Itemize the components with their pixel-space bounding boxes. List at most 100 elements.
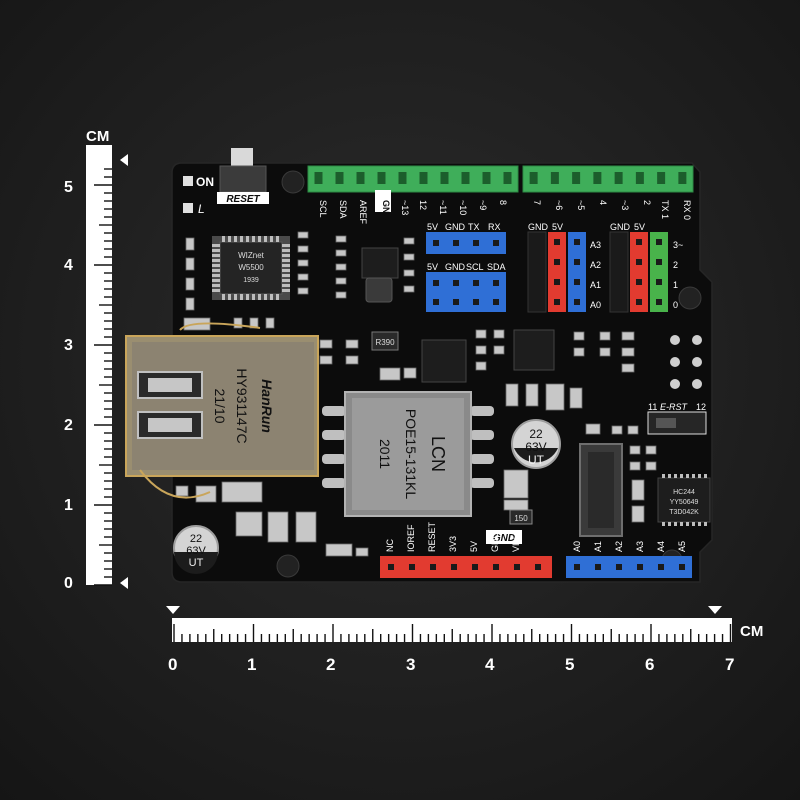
smd-part — [335, 235, 347, 243]
cap-series: UT — [528, 453, 545, 467]
smd-part — [573, 331, 585, 341]
digital-header-gnd: GND — [610, 222, 631, 232]
power-pin-label: VIN — [511, 537, 521, 552]
ic-chip — [361, 247, 399, 279]
chip-pin — [668, 474, 671, 478]
top-pin-label: 4 — [598, 200, 608, 205]
smd-part — [175, 485, 189, 497]
top-pin-label: RX 0 — [682, 200, 692, 220]
chip-pin — [276, 294, 279, 300]
horizontal-tick-label: 2 — [326, 655, 335, 674]
smd-part — [403, 285, 415, 293]
chip-pin — [270, 294, 273, 300]
chip-pin — [704, 522, 707, 526]
ruler-marker-icon — [120, 154, 128, 166]
horizontal-tick-label: 7 — [725, 655, 734, 674]
chip-pin — [264, 236, 267, 242]
power-pin-label: 5V — [469, 541, 479, 552]
cap-value: 22 — [190, 533, 202, 545]
smd-part — [629, 445, 641, 455]
top-pin-label: TX 1 — [660, 200, 670, 219]
smd-part — [569, 387, 583, 409]
chip-pin — [212, 249, 220, 252]
header-pin — [473, 240, 479, 246]
header-pin — [574, 239, 580, 245]
chip-pin — [282, 274, 290, 277]
header-pin — [535, 564, 541, 570]
digital-row-label: 3~ — [673, 240, 683, 250]
on-led — [183, 176, 193, 186]
chip-pin — [222, 294, 225, 300]
ruler-marker-icon — [708, 606, 722, 614]
smd-part — [545, 383, 565, 411]
vertical-tick-label: 5 — [64, 179, 73, 196]
chip-pin — [698, 474, 701, 478]
smd-part — [319, 355, 333, 365]
terminal-slot — [440, 172, 449, 184]
terminal-slot — [593, 172, 602, 184]
smd-part — [475, 361, 487, 371]
chip-pin — [282, 269, 290, 272]
analog-row-label: A1 — [590, 280, 601, 290]
analog-row-label: A2 — [590, 260, 601, 270]
header-pin — [554, 299, 560, 305]
chip-pin — [282, 289, 290, 292]
reset-switch — [231, 148, 253, 170]
capacitor-right: 22 63V UT — [511, 419, 561, 469]
digital-row-label: 0 — [673, 300, 678, 310]
top-terminal-left — [307, 165, 519, 193]
header-pin — [433, 280, 439, 286]
smd-part — [345, 355, 359, 365]
header-pin — [656, 299, 662, 305]
smd-part — [185, 297, 195, 311]
top-pin-label: ~5 — [576, 200, 586, 210]
led-cluster — [670, 335, 702, 389]
terminal-slot — [614, 172, 623, 184]
smd-part — [265, 317, 275, 329]
cap-value: 22 — [529, 427, 543, 441]
chip-pin — [692, 474, 695, 478]
smd-part — [403, 269, 415, 277]
header-pin — [636, 239, 642, 245]
horizontal-tick-label: 5 — [565, 655, 574, 674]
i2c-label: GND — [445, 262, 466, 272]
top-pin-label: ~11 — [438, 200, 448, 215]
smd-part — [297, 245, 309, 253]
chip-pin — [264, 294, 267, 300]
header-pin — [534, 239, 540, 245]
terminal-slot — [550, 172, 559, 184]
ruler-marker-icon — [166, 606, 180, 614]
smd-part — [621, 347, 635, 357]
i2c-label: SCL — [466, 262, 484, 272]
chip-pin — [282, 279, 290, 282]
erst-jumper: 11 E-RST 12 — [647, 402, 707, 435]
top-pin-label: GND — [381, 200, 391, 221]
wiznet-model: W5500 — [238, 263, 264, 272]
reset-label: RESET — [226, 194, 260, 205]
cap-voltage: 63V — [525, 440, 546, 454]
analog-row-label: A0 — [590, 300, 601, 310]
ic-chip — [421, 339, 467, 383]
top-pin-label: ~10 — [458, 200, 468, 215]
smd-part — [403, 237, 415, 245]
chip-pin — [258, 236, 261, 242]
top-pin-label: ~6 — [554, 200, 564, 210]
horizontal-ruler: CM 0 1 2 3 4 5 6 7 — [166, 606, 763, 674]
analog-pin-label: A3 — [635, 541, 645, 552]
smd-part — [297, 273, 309, 281]
header-pin — [574, 279, 580, 285]
poe-module: LCN POE15-131KL 2011 — [322, 391, 494, 517]
header-pin — [574, 259, 580, 265]
analog-triple-header — [527, 231, 586, 313]
chip-pin — [674, 474, 677, 478]
terminal-slot — [657, 172, 666, 184]
header-pin — [493, 280, 499, 286]
i2c-header-labels: 5V GND SCL SDA — [427, 262, 506, 272]
analog-pin-label: A5 — [677, 541, 687, 552]
chip-pin — [680, 522, 683, 526]
chip-pin — [662, 474, 665, 478]
smd-part — [379, 367, 401, 381]
top-pin-label: 12 — [418, 200, 428, 210]
power-header — [380, 556, 552, 578]
chip-line: T3D042K — [669, 509, 699, 516]
